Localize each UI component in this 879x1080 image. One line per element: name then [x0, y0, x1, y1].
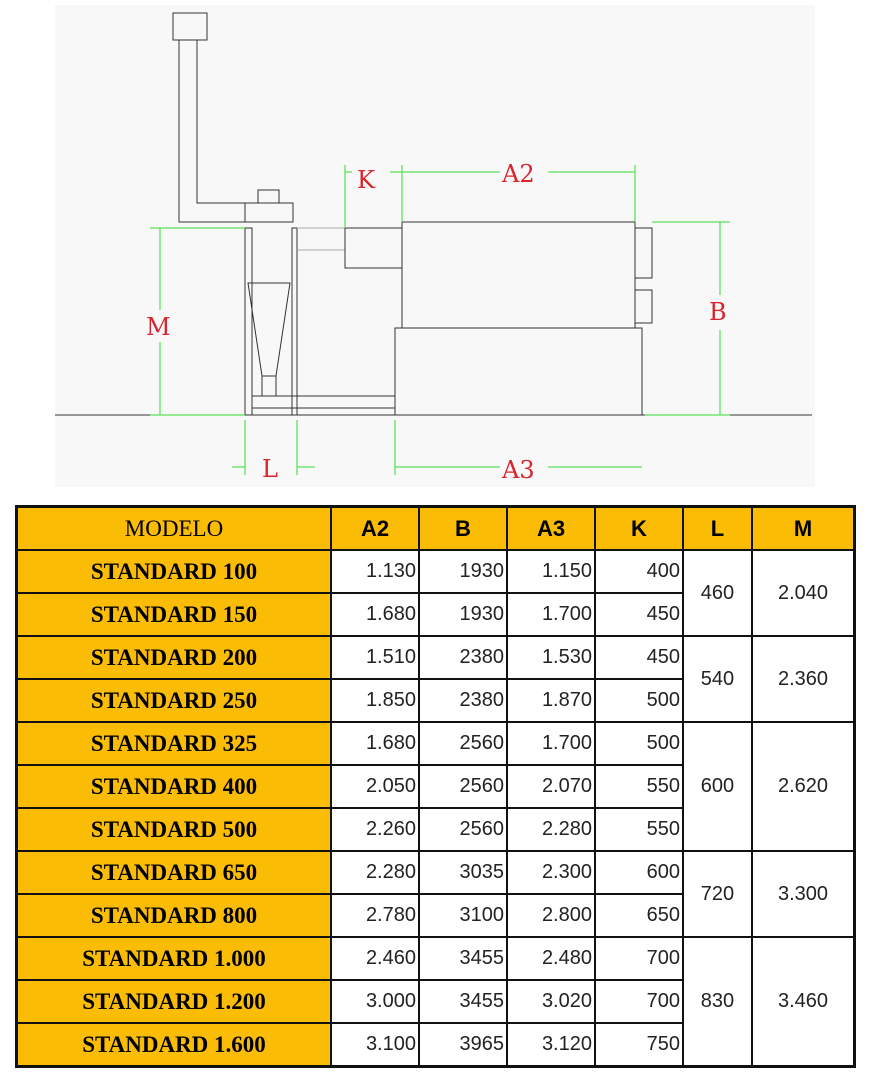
- b-cell: 3035: [418, 850, 508, 895]
- a3-cell: 2.280: [506, 807, 596, 852]
- k-cell: 700: [594, 936, 684, 981]
- k-cell: 700: [594, 979, 684, 1024]
- a3-cell: 3.020: [506, 979, 596, 1024]
- a3-cell: 1.150: [506, 549, 596, 594]
- model-cell: STANDARD 250: [15, 678, 332, 723]
- a3-cell: 1.700: [506, 592, 596, 637]
- l-cell: 540: [682, 635, 753, 723]
- b-cell: 3455: [418, 936, 508, 981]
- dimension-label-a2: A2: [501, 160, 535, 188]
- a3-cell: 1.870: [506, 678, 596, 723]
- a2-cell: 2.260: [330, 807, 420, 852]
- m-cell: 2.620: [750, 721, 856, 852]
- machine-dimension-diagram: K A2 M B L A3: [55, 5, 815, 487]
- model-cell: STANDARD 1.000: [15, 936, 332, 981]
- a2-cell: 3.100: [330, 1022, 420, 1068]
- model-cell: STANDARD 800: [15, 893, 332, 938]
- model-cell: STANDARD 200: [15, 635, 332, 680]
- a2-cell: 2.780: [330, 893, 420, 938]
- m-cell: 3.300: [750, 850, 856, 938]
- m-cell: 2.360: [750, 635, 856, 723]
- dimension-label-k: K: [357, 166, 376, 194]
- header-m: M: [750, 505, 856, 551]
- b-cell: 2380: [418, 678, 508, 723]
- a2-cell: 1.850: [330, 678, 420, 723]
- k-cell: 400: [594, 549, 684, 594]
- a2-cell: 1.680: [330, 721, 420, 766]
- b-cell: 3100: [418, 893, 508, 938]
- b-cell: 2560: [418, 807, 508, 852]
- model-cell: STANDARD 100: [15, 549, 332, 594]
- header-a2: A2: [330, 505, 420, 551]
- b-cell: 2380: [418, 635, 508, 680]
- l-cell: 600: [682, 721, 753, 852]
- model-cell: STANDARD 325: [15, 721, 332, 766]
- b-cell: 2560: [418, 764, 508, 809]
- k-cell: 550: [594, 807, 684, 852]
- m-cell: 2.040: [750, 549, 856, 637]
- k-cell: 500: [594, 678, 684, 723]
- a3-cell: 3.120: [506, 1022, 596, 1068]
- dimension-lines: [150, 165, 730, 475]
- a3-cell: 2.800: [506, 893, 596, 938]
- k-cell: 600: [594, 850, 684, 895]
- l-cell: 720: [682, 850, 753, 938]
- a2-cell: 2.050: [330, 764, 420, 809]
- dimension-label-l: L: [262, 455, 278, 483]
- a2-cell: 2.280: [330, 850, 420, 895]
- header-k: K: [594, 505, 684, 551]
- b-cell: 1930: [418, 592, 508, 637]
- l-cell: 830: [682, 936, 753, 1068]
- header-b: B: [418, 505, 508, 551]
- a2-cell: 1.510: [330, 635, 420, 680]
- dimension-label-b: B: [709, 298, 727, 326]
- a3-cell: 2.070: [506, 764, 596, 809]
- b-cell: 3455: [418, 979, 508, 1024]
- a2-cell: 1.680: [330, 592, 420, 637]
- model-cell: STANDARD 400: [15, 764, 332, 809]
- model-cell: STANDARD 1.200: [15, 979, 332, 1024]
- model-cell: STANDARD 650: [15, 850, 332, 895]
- b-cell: 1930: [418, 549, 508, 594]
- a3-cell: 1.700: [506, 721, 596, 766]
- header-a3: A3: [506, 505, 596, 551]
- dimension-label-a3: A3: [501, 456, 535, 484]
- l-cell: 460: [682, 549, 753, 637]
- a3-cell: 2.480: [506, 936, 596, 981]
- m-cell: 3.460: [750, 936, 856, 1068]
- a2-cell: 2.460: [330, 936, 420, 981]
- table-header-row: MODELO A2 B A3 K L M: [15, 505, 856, 551]
- model-cell: STANDARD 150: [15, 592, 332, 637]
- k-cell: 450: [594, 592, 684, 637]
- model-cell: STANDARD 500: [15, 807, 332, 852]
- dimension-label-m: M: [146, 313, 171, 341]
- a2-cell: 1.130: [330, 549, 420, 594]
- a3-cell: 2.300: [506, 850, 596, 895]
- b-cell: 3965: [418, 1022, 508, 1068]
- header-modelo: MODELO: [15, 505, 332, 551]
- k-cell: 650: [594, 893, 684, 938]
- k-cell: 450: [594, 635, 684, 680]
- k-cell: 500: [594, 721, 684, 766]
- k-cell: 550: [594, 764, 684, 809]
- b-cell: 2560: [418, 721, 508, 766]
- a3-cell: 1.530: [506, 635, 596, 680]
- k-cell: 750: [594, 1022, 684, 1068]
- model-cell: STANDARD 1.600: [15, 1022, 332, 1068]
- header-l: L: [682, 505, 753, 551]
- a2-cell: 3.000: [330, 979, 420, 1024]
